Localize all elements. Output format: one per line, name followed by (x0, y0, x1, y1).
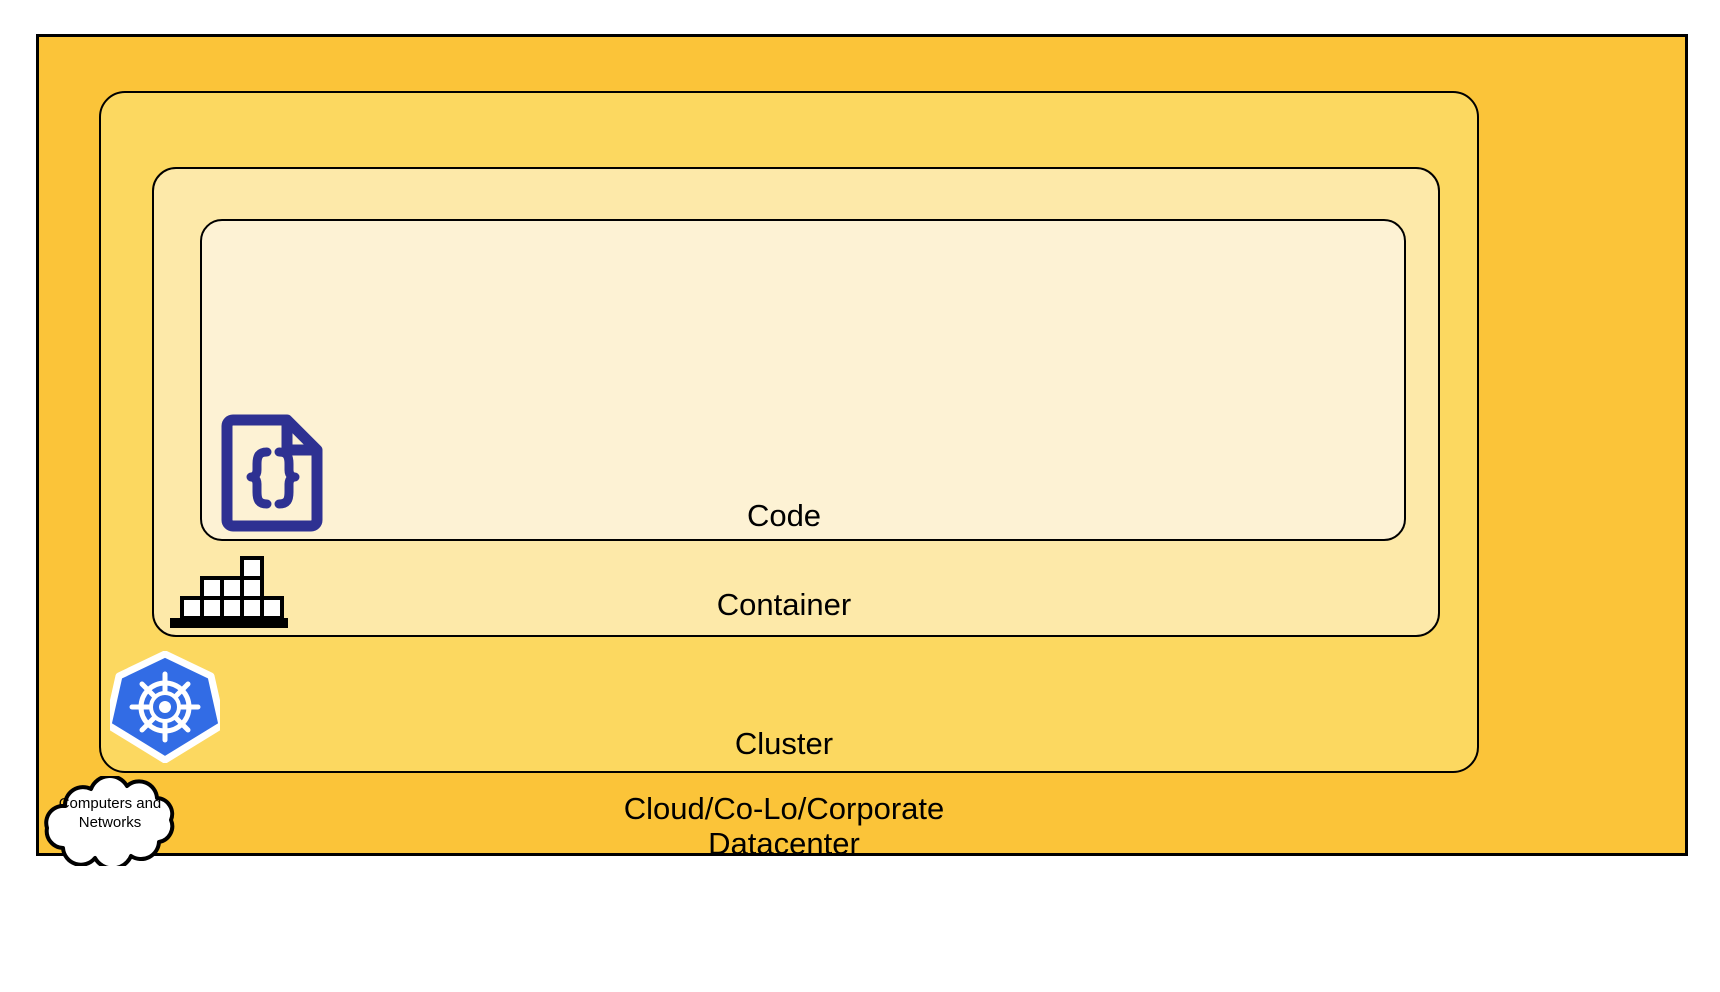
computers-and-networks-cloud[interactable] (29, 774, 191, 871)
kubernetes-icon (104, 650, 226, 764)
layer-code[interactable] (200, 219, 1406, 541)
datacenter-label-line-2: Datacenter (708, 826, 860, 861)
container-blocks-icon (168, 552, 290, 630)
code-json-document-icon (221, 414, 323, 532)
layer-label-datacenter: Cloud/Co-Lo/Corporate Datacenter (36, 791, 1532, 861)
layer-label-code: Code (746, 498, 822, 533)
datacenter-label-line-1: Cloud/Co-Lo/Corporate (623, 791, 945, 826)
layer-label-cluster: Cluster (734, 726, 834, 761)
layer-label-container: Container (716, 587, 852, 622)
